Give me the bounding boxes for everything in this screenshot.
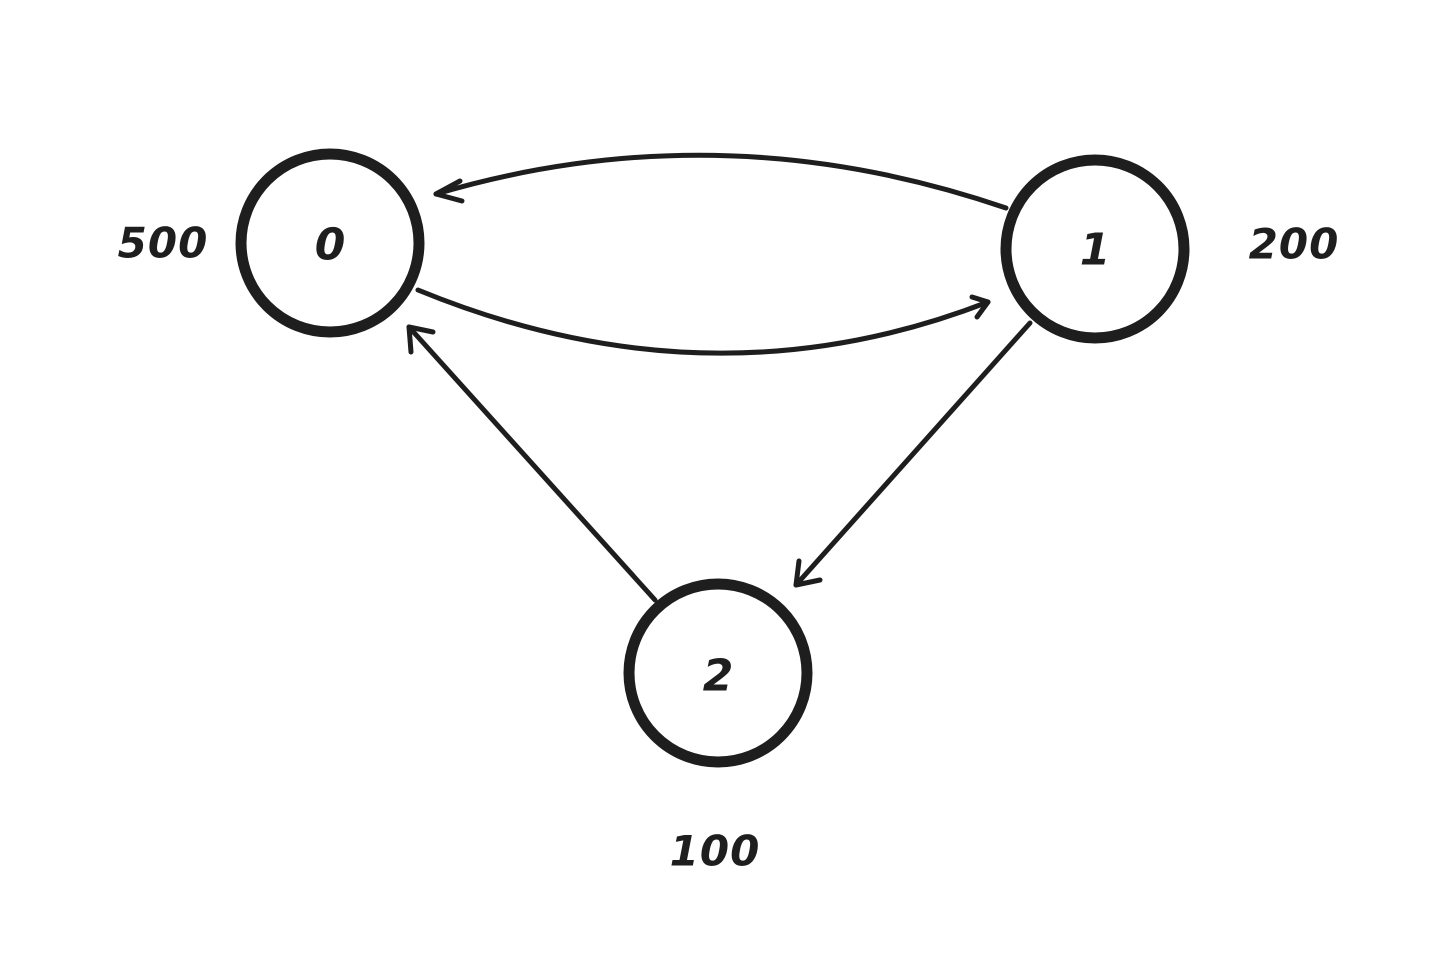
node-label: 1	[1080, 225, 1111, 276]
node-label: 2	[703, 651, 734, 702]
node-2[interactable]: 2	[623, 578, 813, 768]
edge-2-to-0	[406, 324, 658, 603]
edge-line	[793, 320, 1033, 588]
edge-line	[406, 324, 658, 603]
arrowhead-icon	[969, 294, 991, 320]
edge-line	[415, 287, 991, 356]
edge-1-to-0	[433, 152, 1009, 211]
edge-0-to-1	[415, 287, 991, 356]
node-circle	[235, 148, 425, 338]
arrowhead-icon	[433, 178, 465, 204]
edge-1-to-2	[793, 320, 1033, 588]
arrowhead-icon	[406, 324, 436, 355]
arrowhead-icon	[793, 558, 823, 588]
node-1[interactable]: 1	[1000, 154, 1190, 344]
node-circle	[1000, 154, 1190, 344]
node-value-0: 500	[118, 219, 209, 268]
node-0[interactable]: 0	[235, 148, 425, 338]
node-value-2: 100	[670, 827, 761, 876]
node-value-1: 200	[1249, 220, 1340, 269]
edges	[406, 152, 1033, 603]
node-label: 0	[315, 220, 346, 271]
node-circle	[623, 578, 813, 768]
edge-line	[433, 152, 1009, 211]
